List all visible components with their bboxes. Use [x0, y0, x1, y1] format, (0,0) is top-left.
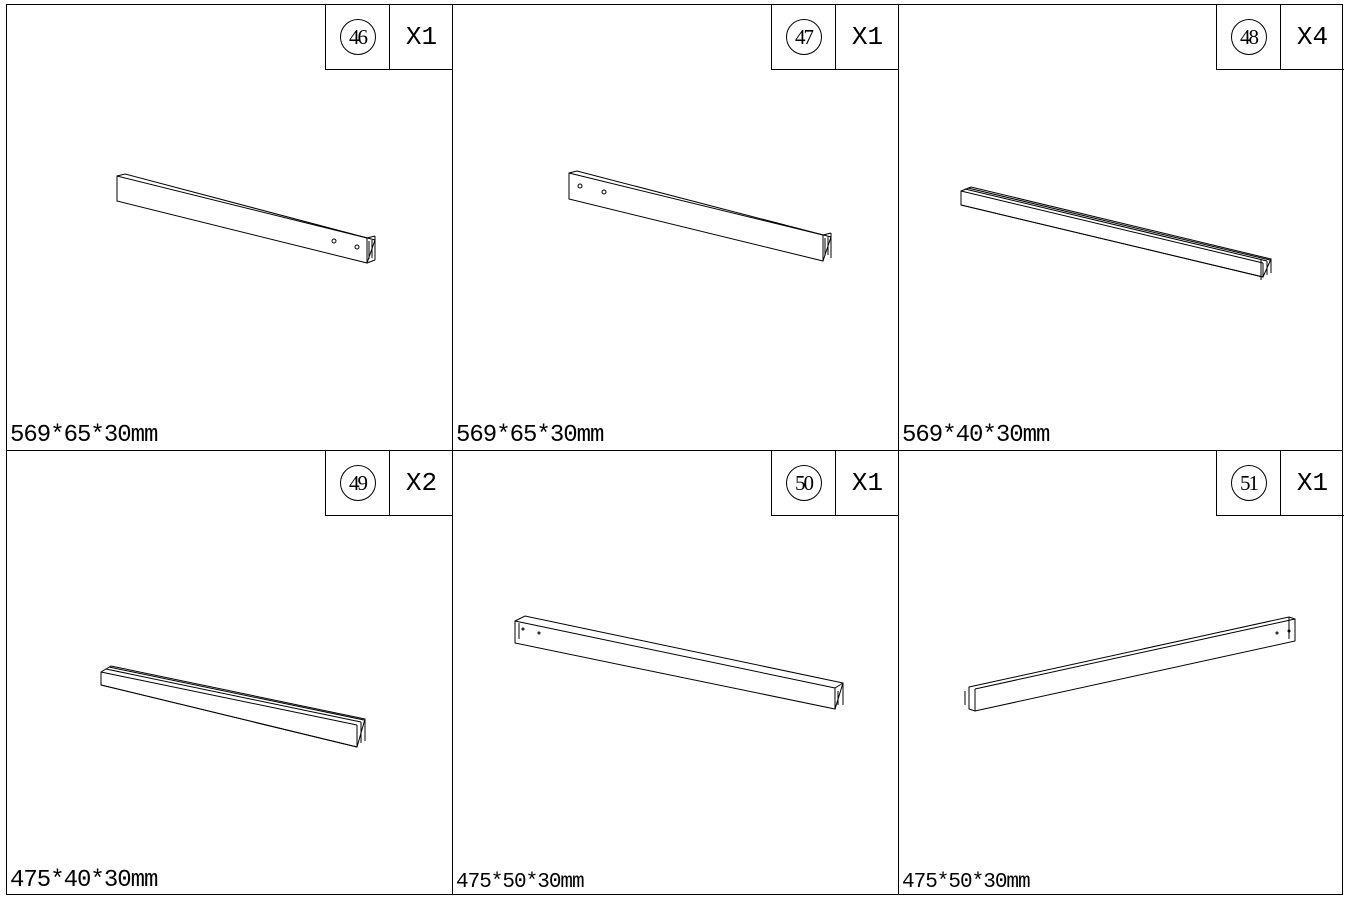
- grid-divider-horizontal: [7, 450, 1342, 451]
- part-cell-47: 47 X1 569*65*30mm: [453, 5, 899, 451]
- part-number-circle: 51: [1217, 451, 1281, 515]
- rail-drawing-48: [960, 186, 1272, 280]
- part-number: 51: [1230, 465, 1267, 501]
- part-number: 48: [1230, 19, 1267, 55]
- part-dimensions: 475*40*30mm: [10, 867, 158, 894]
- part-number: 49: [339, 465, 376, 501]
- part-quantity: X2: [405, 468, 438, 498]
- part-number-circle: 48: [1217, 5, 1281, 69]
- part-cell-49: 49 X2 475*40*30mm: [7, 451, 453, 896]
- part-quantity: X1: [851, 468, 884, 498]
- rail-drawing-47: [568, 170, 832, 262]
- part-cell-51: 51 X1 475*50*30mm: [899, 451, 1344, 896]
- part-quantity: X4: [1296, 22, 1329, 52]
- rail-drawing-49: [100, 665, 366, 748]
- grid-divider-vertical-2: [898, 5, 899, 894]
- part-cell-46: 46 X1 569*65*30mm: [7, 5, 453, 451]
- grid-divider-vertical-1: [452, 5, 453, 894]
- part-cell-48: 48 X4 569*40*30mm: [899, 5, 1344, 451]
- part-number-circle: 46: [326, 5, 390, 69]
- part-number-circle: 47: [772, 5, 836, 69]
- part-number: 50: [785, 465, 822, 501]
- parts-sheet: 46 X1 569*65*30mm 47 X1: [6, 4, 1344, 896]
- part-badge: 47 X1: [771, 5, 899, 70]
- part-number-circle: 50: [772, 451, 836, 515]
- part-dimensions: 475*50*30mm: [456, 871, 585, 894]
- rail-drawing-51: [964, 616, 1296, 712]
- rail-drawing-50: [514, 615, 844, 710]
- rail-drawing-46: [116, 173, 376, 264]
- part-number: 47: [785, 19, 822, 55]
- part-number-circle: 49: [326, 451, 390, 515]
- part-cell-50: 50 X1 475*50*30mm: [453, 451, 899, 896]
- part-badge: 49 X2: [325, 451, 453, 516]
- part-number: 46: [339, 19, 376, 55]
- part-dimensions: 569*65*30mm: [10, 422, 158, 449]
- part-quantity: X1: [405, 22, 438, 52]
- part-quantity: X1: [851, 22, 884, 52]
- part-dimensions: 569*40*30mm: [902, 422, 1050, 449]
- part-badge: 48 X4: [1216, 5, 1344, 70]
- part-badge: 46 X1: [325, 5, 453, 70]
- part-dimensions: 569*65*30mm: [456, 422, 604, 449]
- part-badge: 50 X1: [771, 451, 899, 516]
- part-dimensions: 475*50*30mm: [902, 871, 1031, 894]
- part-badge: 51 X1: [1216, 451, 1344, 516]
- part-quantity: X1: [1296, 468, 1329, 498]
